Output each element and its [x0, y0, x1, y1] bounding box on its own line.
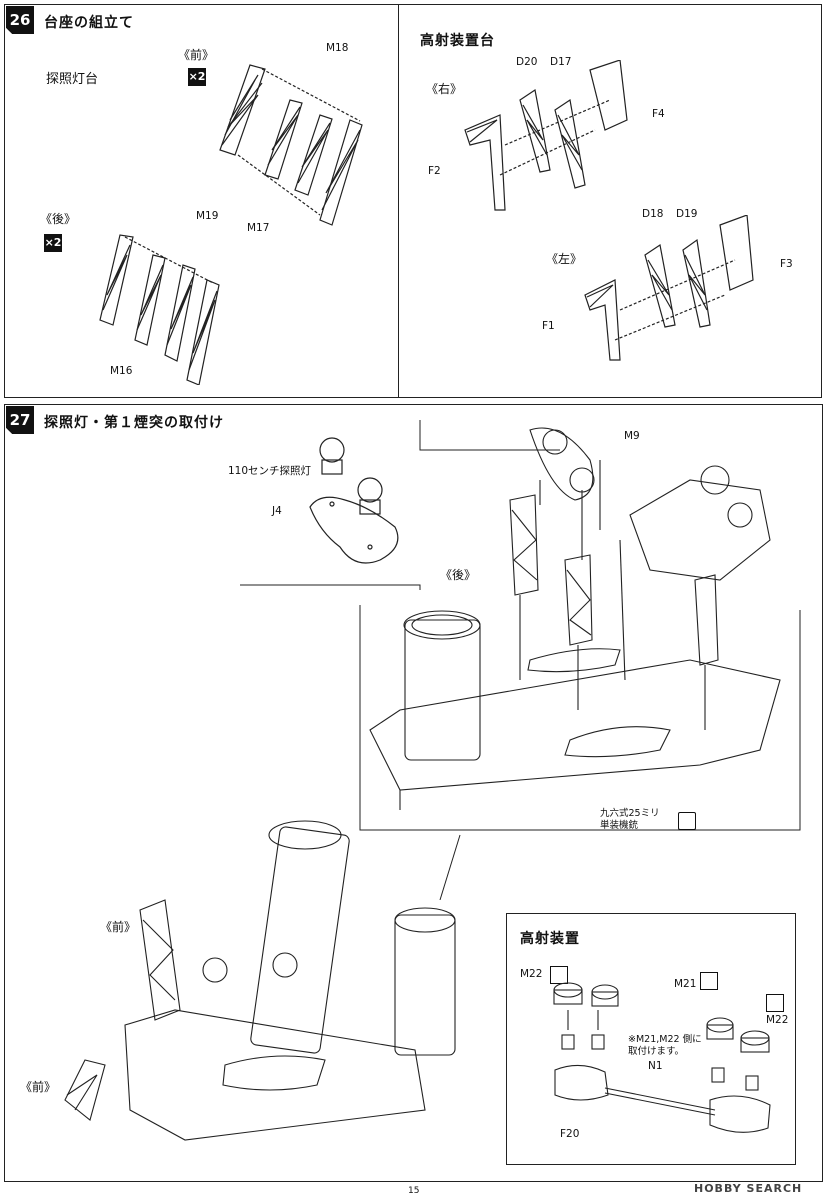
j4-searchlight-sketch: [300, 432, 410, 572]
part-m16-label: M16: [110, 365, 133, 377]
part-m17-label: M17: [247, 222, 270, 234]
part-f4-label: F4: [652, 108, 665, 120]
type96-gun-line1: 九六式25ミリ: [600, 808, 660, 819]
searchlight-110cm-label: 110センチ探照灯: [228, 465, 312, 477]
step27-badge: 27: [6, 406, 34, 434]
part-d17-label: D17: [550, 56, 572, 68]
aa-director-note: ※M21,M22 側に 取付けます。: [628, 1034, 702, 1058]
step27-front-label-1: 《前》: [100, 920, 137, 934]
step26-front-label: 《前》: [178, 48, 215, 62]
part-d18-label: D18: [642, 208, 664, 220]
searchlight-base-label: 探照灯台: [46, 72, 99, 87]
aa-base-panel: [398, 4, 822, 398]
step26-title: 台座の組立て: [44, 15, 134, 31]
type96-gun-line2: 単装機銃: [600, 820, 639, 831]
part-n1-label: N1: [648, 1060, 663, 1072]
part-m22-left-label: M22: [520, 968, 543, 980]
step27-callout-lines: [230, 420, 820, 900]
aa-director-note-line1: ※M21,M22 側に: [628, 1034, 702, 1045]
part-f2-label: F2: [428, 165, 441, 177]
part-m19-label: M19: [196, 210, 219, 222]
step27-title: 探照灯・第１煙突の取付け: [44, 415, 224, 431]
front-tower-sketch: [210, 55, 370, 230]
part-j4-label: J4: [272, 505, 282, 517]
part-m22-right-label: M22: [766, 1014, 789, 1026]
paint-mark-icon: [678, 812, 696, 830]
m21-gauge-icon: [700, 972, 718, 990]
part-f3-label: F3: [780, 258, 793, 270]
funnel-assembly-sketch: [55, 810, 475, 1180]
part-m21-label: M21: [674, 978, 697, 990]
rear-tower-sketch: [95, 225, 225, 385]
aa-director-title: 高射装置: [520, 931, 580, 947]
step26-rear-qty: ×2: [44, 234, 62, 252]
part-m18-label: M18: [326, 42, 349, 54]
upper-deck-assembly-sketch: [360, 420, 790, 810]
m22-left-gauge-icon: [550, 966, 568, 984]
aa-base-right-label: 《右》: [426, 82, 463, 96]
part-f1-label: F1: [542, 320, 555, 332]
step26-rear-label: 《後》: [40, 212, 77, 226]
aa-base-left-sketch: [575, 215, 770, 365]
part-f20-label: F20: [560, 1128, 580, 1140]
aa-base-right-sketch: [455, 60, 645, 215]
hobby-search-watermark: HOBBY SEARCH: [694, 1182, 803, 1195]
page-number: 15: [408, 1186, 420, 1196]
step26-front-qty: ×2: [188, 68, 206, 86]
part-m9-label: M9: [624, 430, 640, 442]
part-d20-label: D20: [516, 56, 538, 68]
aa-director-note-line2: 取付けます。: [628, 1046, 685, 1057]
step27-front-label-2: 《前》: [20, 1080, 57, 1094]
step26-badge: 26: [6, 6, 34, 34]
part-d19-label: D19: [676, 208, 698, 220]
type96-gun-label: 九六式25ミリ 単装機銃: [600, 808, 660, 832]
aa-director-sketch: [540, 980, 785, 1150]
aa-base-title: 高射装置台: [420, 33, 495, 49]
step27-rear-label: 《後》: [440, 568, 477, 582]
m22-right-gauge-icon: [766, 994, 784, 1012]
step26-panel: [4, 4, 399, 398]
step27-panel: [4, 404, 823, 1182]
aa-director-panel: [506, 913, 796, 1165]
aa-base-left-label: 《左》: [546, 252, 583, 266]
